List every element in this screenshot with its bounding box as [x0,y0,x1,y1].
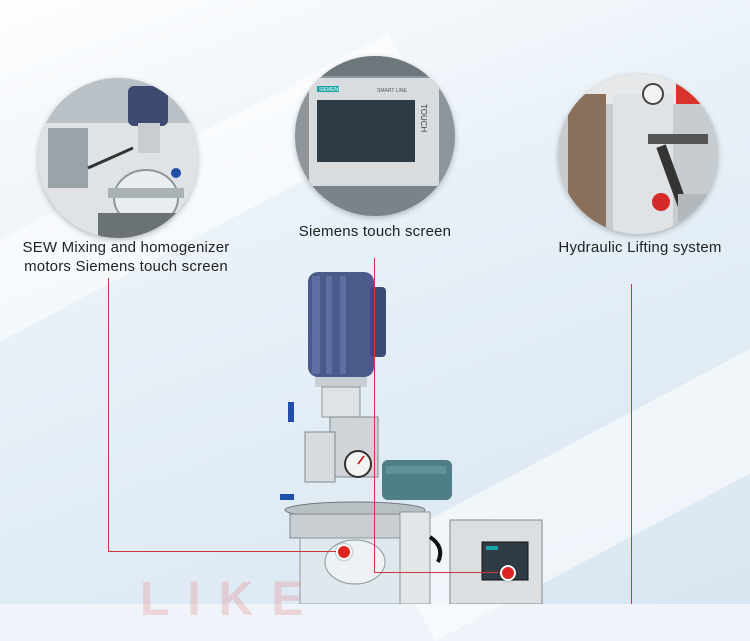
leader-line-mixer [108,278,109,551]
marker-mixer [336,544,352,560]
leader-line-touch-screen [374,572,508,573]
vacuum-homogenizer-machine [280,272,543,604]
callout-label-mixer: SEW Mixing and homogenizer motors Siemen… [22,239,230,275]
mixer-motor-photo [38,78,198,238]
screen-brand-text: SIEMENS [319,87,342,93]
marker-touch-screen [500,565,516,581]
leader-line-mixer [108,551,344,552]
touch-screen-photo: SIEMENS SMART LINE TOUCH [295,56,455,216]
hydraulic-system-photo [558,74,718,234]
callout-label-hydraulic: Hydraulic Lifting system [558,239,722,256]
leader-line-hydraulic [631,284,632,604]
callout-label-touch-screen: Siemens touch screen [298,223,452,240]
screen-model-text: TOUCH [419,104,428,133]
watermark: LIKE [140,573,322,626]
leader-line-touch-screen [374,258,375,572]
screen-series-text: SMART LINE [377,88,407,94]
